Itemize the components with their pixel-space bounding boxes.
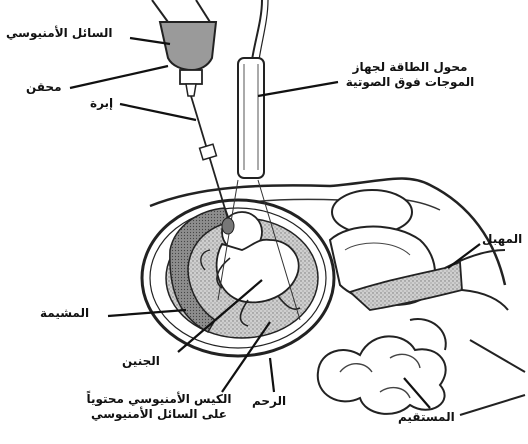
label-sac-line1: الكيس الأمنيوسي محتوياً [74,392,244,407]
label-uterus: الرحم [252,394,286,409]
label-needle: إبرة [90,96,113,111]
label-rectum: المستقيم [398,410,455,425]
label-amniotic-sac: الكيس الأمنيوسي محتوياً على السائل الأمن… [74,392,244,422]
label-amniotic-fluid: السائل الأمنيوسي [6,26,112,41]
label-syringe: محقن [26,80,62,95]
label-transducer-line1: محول الطاقة لجهاز [330,60,490,75]
ultrasound-transducer [238,58,264,178]
label-sac-line2: على السائل الأمنيوسي [74,407,244,422]
label-transducer-line2: الموجات فوق الصوتية [330,75,490,90]
label-transducer: محول الطاقة لجهاز الموجات فوق الصوتية [330,60,490,90]
label-cervix: المهبل [482,232,522,247]
label-placenta: المشيمة [40,306,89,321]
syringe-shape [152,0,216,96]
label-fetus: الجنين [122,354,160,369]
